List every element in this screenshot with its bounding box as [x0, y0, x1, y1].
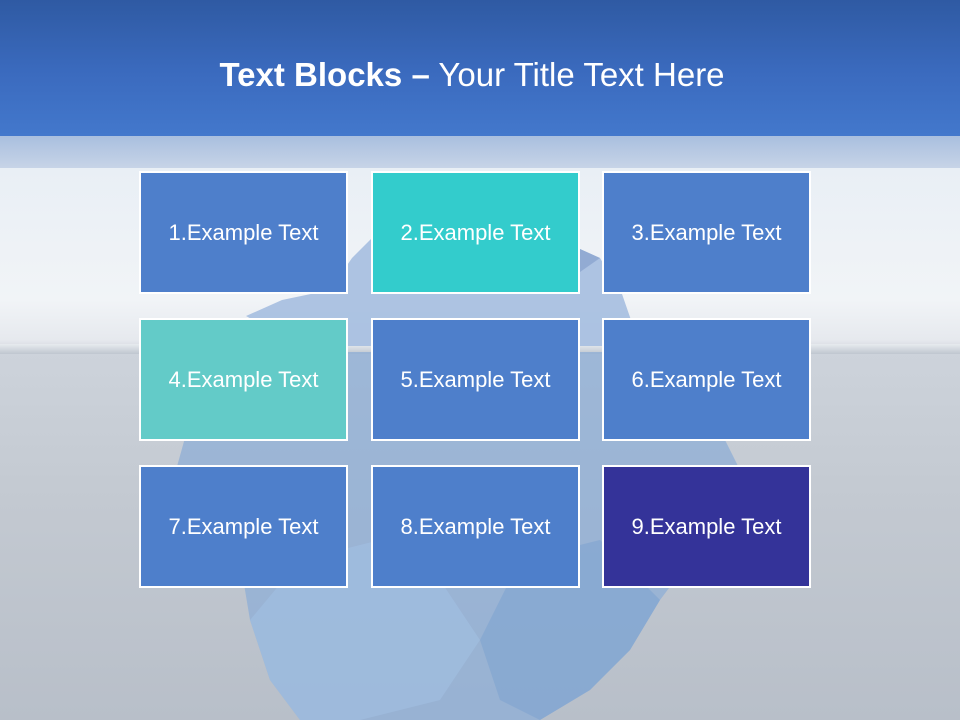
slide-title: Text Blocks – Your Title Text Here — [0, 52, 944, 98]
text-block-2[interactable]: 2.Example Text — [371, 171, 580, 294]
text-block-1-label: 1.Example Text — [168, 219, 319, 245]
text-block-4-label: 4.Example Text — [168, 366, 319, 392]
text-block-7[interactable]: 7.Example Text — [139, 465, 348, 588]
text-block-6[interactable]: 6.Example Text — [602, 318, 811, 441]
text-block-6-label: 6.Example Text — [631, 366, 782, 392]
text-block-3-label: 3.Example Text — [631, 219, 782, 245]
text-block-8-label: 8.Example Text — [400, 513, 551, 539]
header-bar: Text Blocks – Your Title Text Here — [0, 0, 960, 136]
text-block-9-label: 9.Example Text — [631, 513, 782, 539]
title-rest: Your Title Text Here — [438, 56, 725, 93]
text-block-7-label: 7.Example Text — [168, 513, 319, 539]
text-block-8[interactable]: 8.Example Text — [371, 465, 580, 588]
title-bold: Text Blocks — [219, 56, 403, 93]
text-block-5-label: 5.Example Text — [400, 366, 551, 392]
text-block-1[interactable]: 1.Example Text — [139, 171, 348, 294]
text-block-9[interactable]: 9.Example Text — [602, 465, 811, 588]
text-block-5[interactable]: 5.Example Text — [371, 318, 580, 441]
text-block-3[interactable]: 3.Example Text — [602, 171, 811, 294]
text-block-4[interactable]: 4.Example Text — [139, 318, 348, 441]
text-block-2-label: 2.Example Text — [400, 219, 551, 245]
title-dash: – — [411, 56, 430, 93]
sky-band — [0, 136, 960, 168]
